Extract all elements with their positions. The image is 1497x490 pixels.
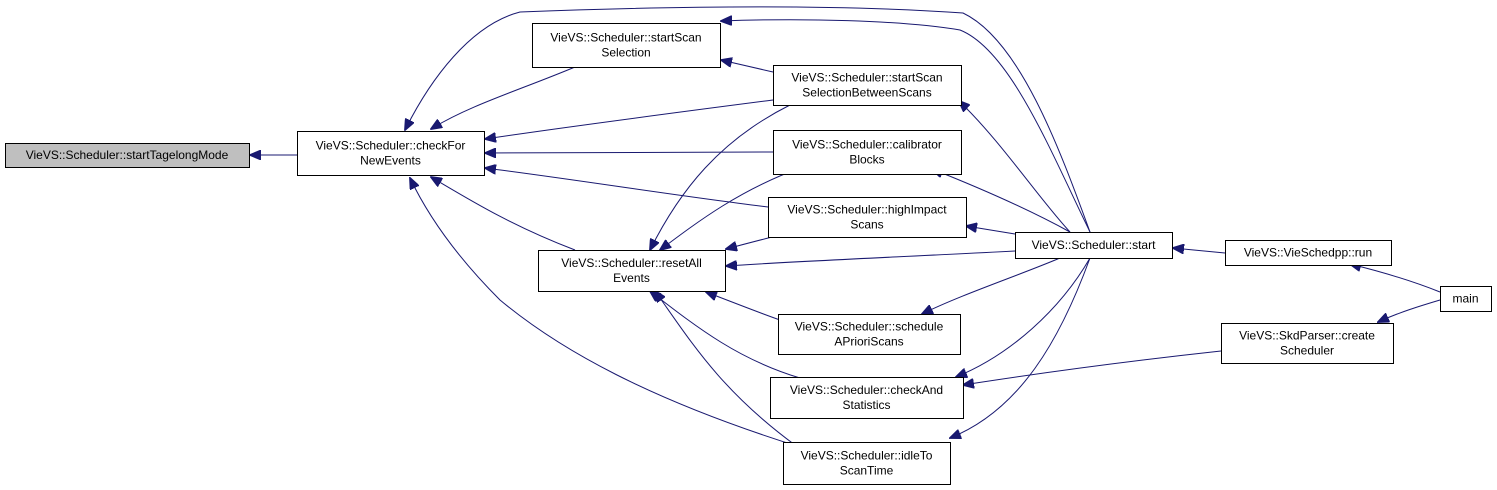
node-label: SelectionBetweenScans [802,86,931,100]
node-box [773,130,962,175]
node-label: VieVS::Scheduler::startScan [791,71,942,85]
edge-main-to-vieschedppRun [1350,264,1441,293]
edge-idleToScanTime-to-resetAllEvents [655,291,796,446]
edges [250,6,1441,448]
node-start[interactable]: VieVS::Scheduler::start [1015,232,1173,259]
node-label: ScanTime [840,464,894,478]
node-box [770,377,964,419]
node-label: VieVS::VieSchedpp::run [1244,246,1372,260]
edge-start-to-startScanSelection [721,20,1091,233]
edge-idleToScanTime-to-checkForNewEvents [410,178,801,448]
edge-checkAndStatistics-to-resetAllEvents [650,291,801,379]
edge-calibratorBlocks-to-resetAllEvents [660,167,801,250]
node-label: Scans [850,218,883,232]
node-box [532,23,721,68]
node-box [297,131,485,176]
node-label: Blocks [849,153,884,167]
edge-start-to-checkAndStatistics [956,257,1091,377]
node-startScanSelectionBetweenScans[interactable]: VieVS::Scheduler::startScanSelectionBetw… [773,65,962,106]
node-label: main [1452,292,1478,306]
edge-startScanSelectionBetweenScans-to-checkForNewEvents [485,99,774,139]
edge-start-to-checkForNewEvents [405,6,1091,233]
node-label: VieVS::Scheduler::idleTo [801,449,933,463]
node-box [1221,323,1394,364]
node-main[interactable]: main [1440,286,1492,312]
node-label: APrioriScans [834,335,903,349]
node-box [773,65,962,106]
node-label: VieVS::Scheduler::resetAll [561,256,702,270]
node-box [538,250,726,292]
edge-scheduleAPrioriScans-to-resetAllEvents [706,292,781,321]
edge-start-to-resetAllEvents [726,250,1016,266]
edge-start-to-idleToScanTime [950,257,1091,438]
node-startTagelongMode[interactable]: VieVS::Scheduler::startTagelongMode [5,143,250,168]
node-label: VieVS::Scheduler::checkFor [316,139,466,153]
node-label: VieVS::Scheduler::start [1032,238,1157,252]
node-label: VieVS::Scheduler::startTagelongMode [26,148,229,162]
node-label: VieVS::SkdParser::create [1239,329,1375,343]
edge-createScheduler-to-checkAndStatistics [963,350,1222,385]
edge-calibratorBlocks-to-checkForNewEvents [485,152,774,153]
edge-start-to-highImpactScans [966,226,1016,235]
node-label: NewEvents [360,154,421,168]
node-box [5,143,250,168]
node-label: VieVS::Scheduler::highImpact [787,203,947,217]
node-label: Events [613,271,650,285]
node-label: VieVS::Scheduler::calibrator [792,138,942,152]
node-vieschedppRun[interactable]: VieVS::VieSchedpp::run [1225,240,1392,266]
node-box [1225,240,1392,266]
node-label: Selection [601,46,650,60]
node-label: Scheduler [1280,344,1334,358]
edge-start-to-scheduleAPrioriScans [922,257,1061,314]
edge-startScanSelectionBetweenScans-to-startScanSelection [721,60,774,73]
edge-startScanSelectionBetweenScans-to-resetAllEvents [650,104,791,250]
edge-main-to-createScheduler [1378,299,1441,322]
edge-start-to-startScanSelectionBetweenScans [959,101,1071,233]
node-label: Statistics [842,398,890,412]
node-box [783,442,951,485]
edge-vieschedppRun-to-start [1173,248,1226,253]
edge-highImpactScans-to-checkForNewEvents [485,168,769,208]
node-box [778,314,961,355]
edge-resetAllEvents-to-checkForNewEvents [431,177,576,251]
node-label: VieVS::Scheduler::checkAnd [790,383,943,397]
node-label: VieVS::Scheduler::schedule [795,320,944,334]
node-box [1015,232,1173,259]
nodes: VieVS::Scheduler::startTagelongModeVieVS… [5,23,1492,485]
node-box [768,197,967,238]
edge-startScanSelection-to-checkForNewEvents [431,66,576,129]
node-box [1440,286,1492,312]
node-label: VieVS::Scheduler::startScan [550,31,701,45]
edge-start-to-calibratorBlocks [932,169,1071,233]
